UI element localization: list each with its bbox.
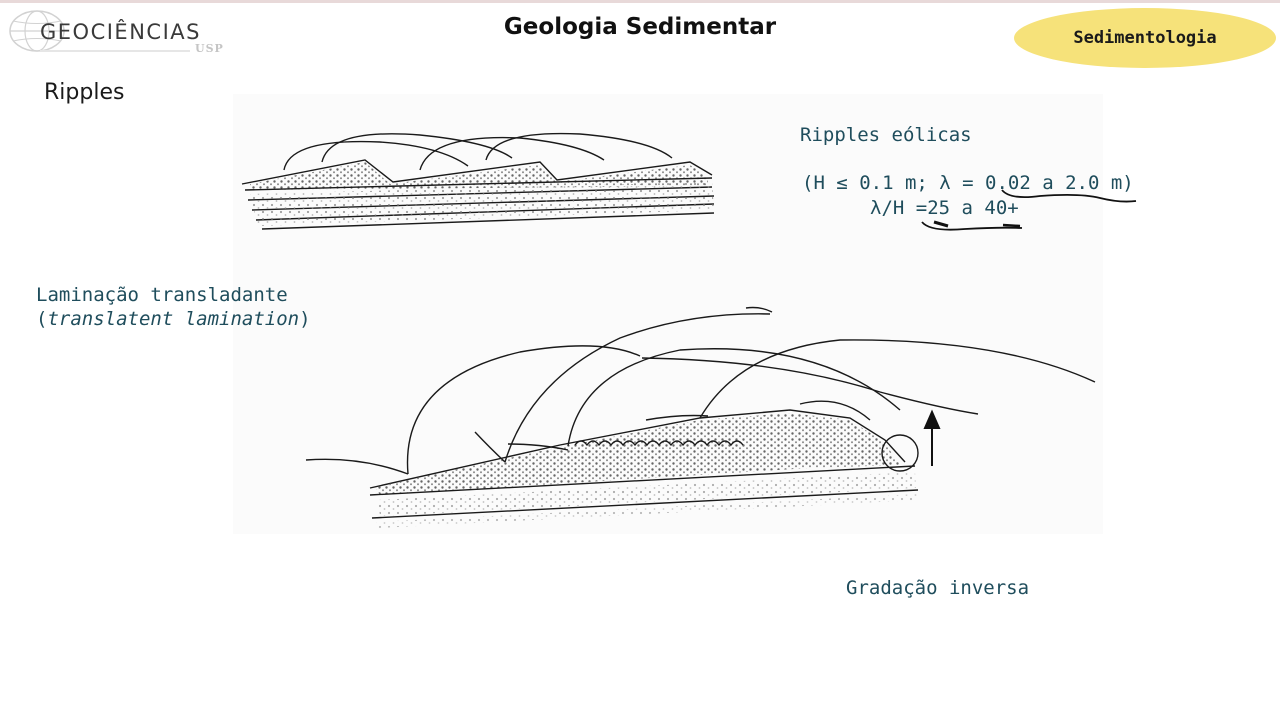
topic-badge-label: Sedimentologia xyxy=(1073,28,1217,48)
logo-underline xyxy=(40,50,190,52)
inverse-grading-label: Gradação inversa xyxy=(846,577,1030,599)
geociencias-logo: GEOCIÊNCIAS USP xyxy=(8,6,233,62)
logo-usp: USP xyxy=(195,42,224,55)
globe-icon xyxy=(9,10,65,52)
page-title: Geologia Sedimentar xyxy=(503,14,777,40)
lamination-close-paren: ) xyxy=(299,308,311,330)
formula-underlines xyxy=(921,189,1137,231)
eolian-ripple-sketch xyxy=(241,132,715,230)
lamination-title: Laminação transladante xyxy=(36,284,288,306)
eolian-ripples-title: Ripples eólicas xyxy=(800,124,972,146)
topic-badge: Sedimentologia xyxy=(1014,8,1276,68)
up-arrow-icon xyxy=(923,409,941,466)
eolian-formula-line1: (H ≤ 0.1 m; λ = 0.02 a 2.0 m) xyxy=(802,172,1134,194)
section-title: Ripples xyxy=(44,80,125,105)
eolian-formula-line2: λ/H =25 a 40+ xyxy=(870,197,1019,219)
top-rule xyxy=(0,0,1280,3)
lamination-open-paren: ( xyxy=(36,308,48,330)
lamination-subtitle: (translatent lamination) xyxy=(36,308,311,330)
translatent-lamination-sketch xyxy=(305,306,1096,528)
logo-text: GEOCIÊNCIAS xyxy=(40,20,201,44)
lamination-subtitle-italic: translatent lamination xyxy=(47,308,300,330)
